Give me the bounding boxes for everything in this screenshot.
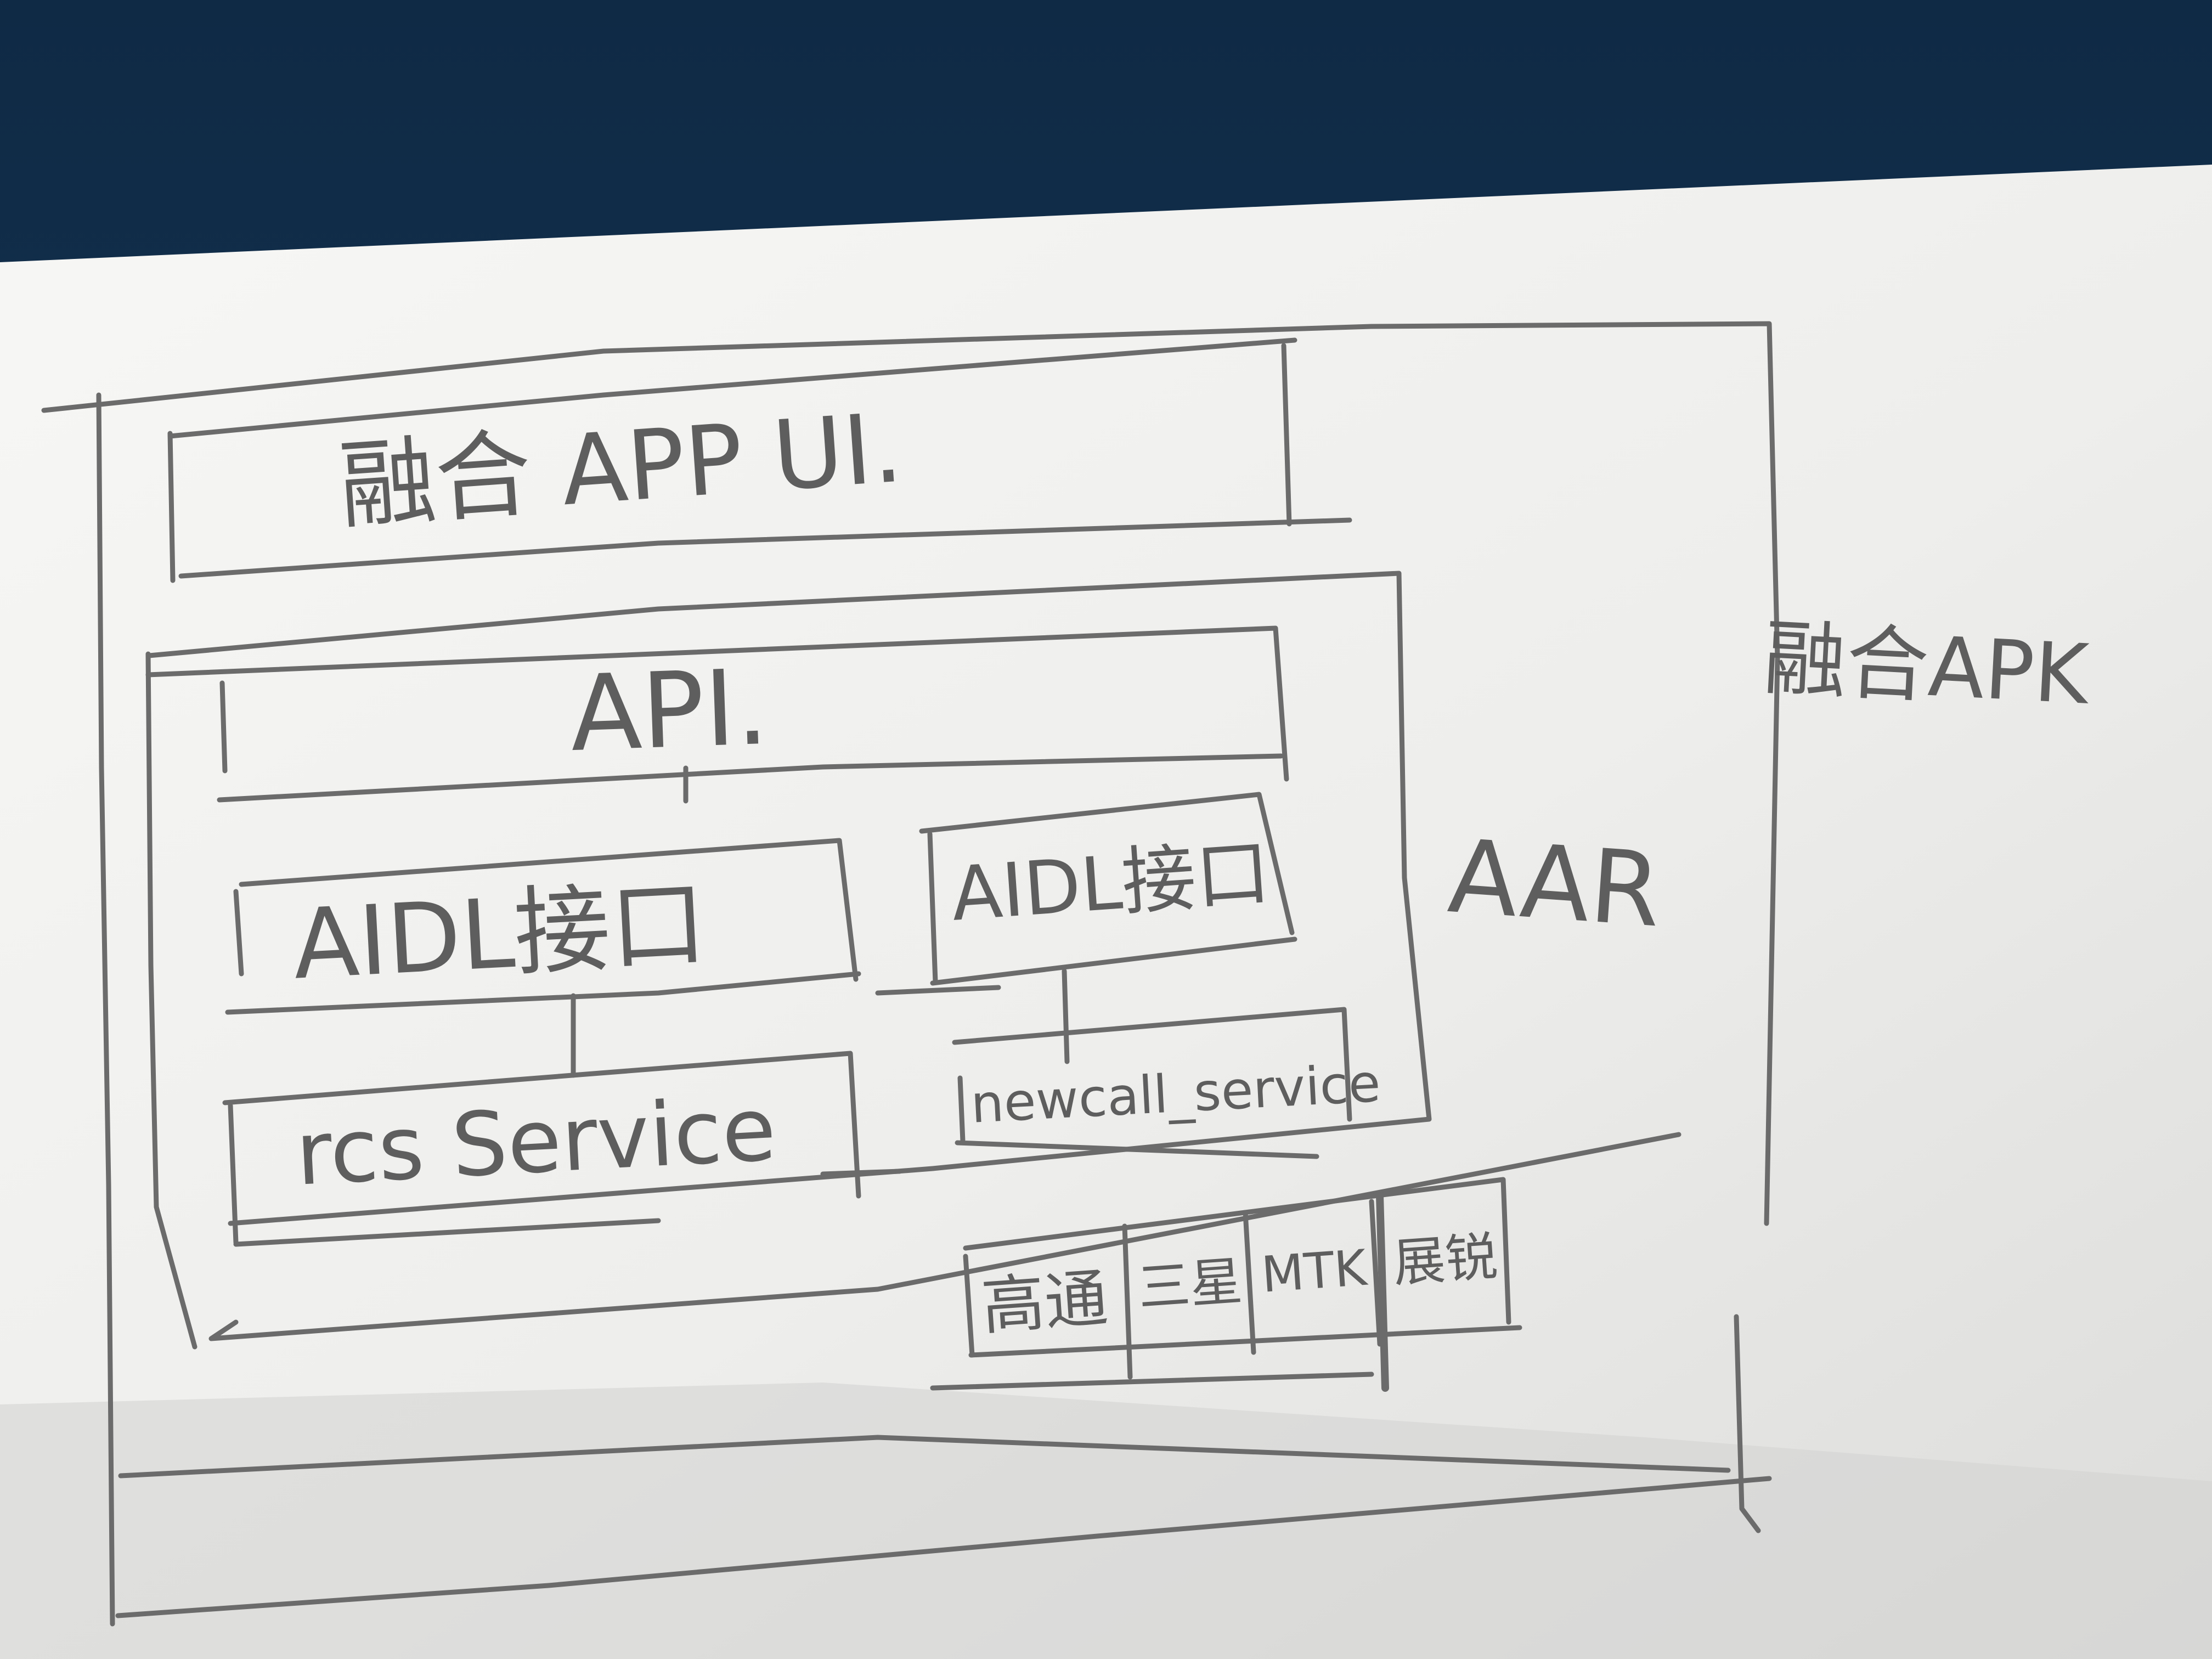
vendor-label-2: 三星 (1136, 1251, 1244, 1319)
aidl-left-box (225, 838, 861, 1015)
apk-label: 融合APK (1762, 611, 2092, 723)
vendor-divider-2 (1243, 1210, 1256, 1355)
vendor-label-3: MTK (1260, 1239, 1369, 1304)
vendor-divider-4 (1376, 1192, 1389, 1392)
aar-box (145, 571, 1681, 1350)
aidl-left-label: AIDL接口 (290, 868, 709, 1001)
aar-label: AAR (1444, 817, 1664, 950)
aidl-newcall-connector (1062, 968, 1070, 1064)
api-box (145, 625, 1289, 803)
rcs-service-label: rcs Service (294, 1077, 778, 1205)
aidl-right-box (875, 792, 1297, 996)
apk-frame (41, 321, 1780, 1627)
app-ui-box (167, 337, 1352, 583)
newcall-service-box (952, 1007, 1352, 1159)
paper-sheet (0, 165, 2212, 1659)
api-label: API. (568, 647, 770, 775)
vendor-strip (930, 1177, 1522, 1391)
vendor-divider-1 (1122, 1223, 1133, 1380)
rcs-service-box (222, 1051, 902, 1247)
vendor-label-1: 高通 (979, 1262, 1110, 1344)
vendor-label-4: 展锐 (1391, 1227, 1499, 1294)
vendor-divider-3 (1369, 1199, 1383, 1347)
